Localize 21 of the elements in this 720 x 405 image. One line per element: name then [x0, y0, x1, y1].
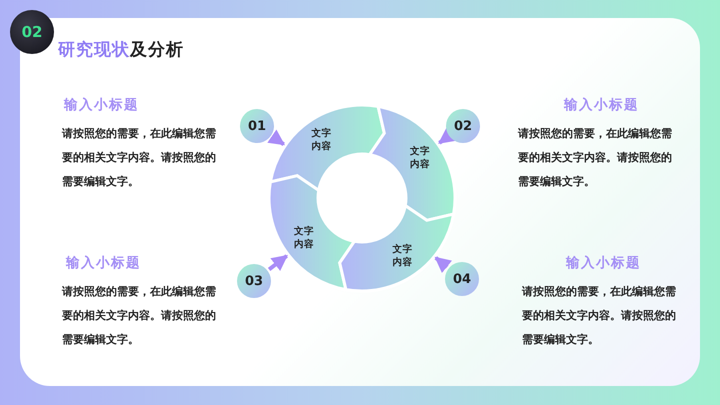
cycle-segment — [369, 106, 455, 221]
cycle-segment — [339, 205, 454, 291]
subheading: 输入小标题 — [564, 96, 639, 114]
body-text: 请按照您的需要，在此编辑您需要的相关文字内容。请按照您的需要编辑文字。 — [522, 284, 677, 348]
segment-label: 文字内容 — [310, 127, 333, 154]
body-text: 请按照您的需要，在此编辑您需要的相关文字内容。请按照您的需要编辑文字。 — [518, 126, 673, 190]
arrow — [267, 130, 286, 146]
section-number-badge: 02 — [10, 10, 54, 54]
segment-label: 文字内容 — [391, 242, 414, 269]
segment-label: 文字内容 — [293, 225, 316, 252]
segment-label: 文字内容 — [408, 144, 431, 171]
subheading: 输入小标题 — [66, 254, 141, 272]
subheading: 输入小标题 — [64, 96, 139, 114]
cycle-segment — [269, 175, 355, 290]
body-text: 请按照您的需要，在此编辑您需要的相关文字内容。请按照您的需要编辑文字。 — [62, 126, 217, 190]
arrow — [438, 128, 456, 145]
arrow — [434, 256, 452, 274]
body-text: 请按照您的需要，在此编辑您需要的相关文字内容。请按照您的需要编辑文字。 — [62, 284, 217, 348]
arrow — [268, 254, 288, 271]
cycle-segment — [270, 105, 385, 191]
subheading: 输入小标题 — [566, 254, 641, 272]
